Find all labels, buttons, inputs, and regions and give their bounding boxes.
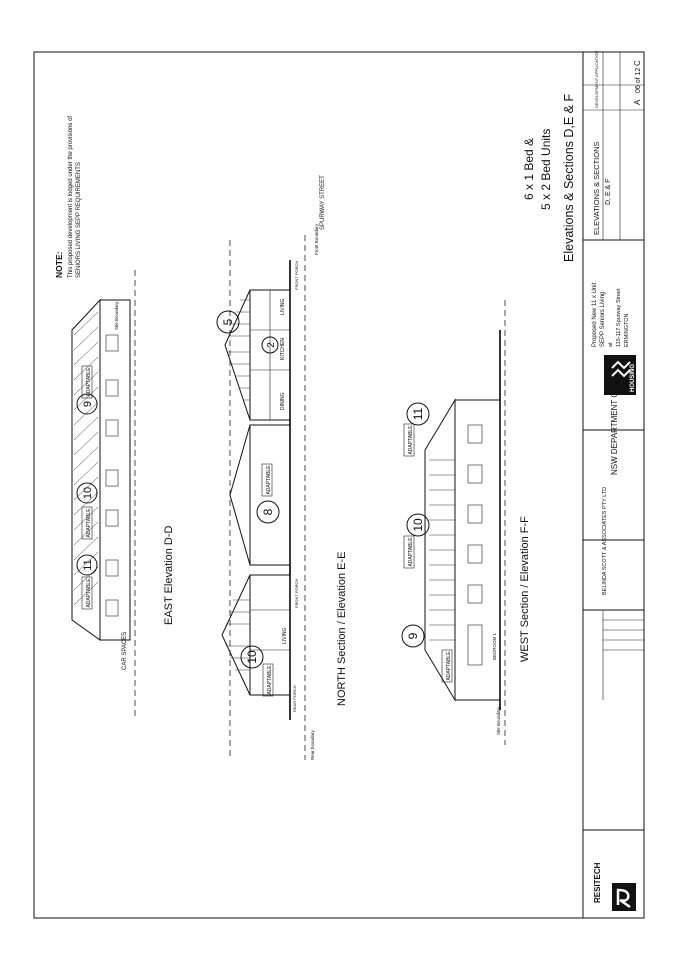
client-logo-text: HOUSING bbox=[630, 364, 636, 392]
north-unit-2: 2 bbox=[266, 342, 277, 348]
sheet-number: 06 of 12 bbox=[635, 68, 642, 93]
east-unit-11: 11 bbox=[82, 559, 94, 570]
status-label: DEVELOPMENT APPLICATION bbox=[594, 51, 599, 108]
north-living-label-right: LIVING bbox=[280, 298, 286, 315]
north-kitchen-label: KITCHEN bbox=[280, 338, 286, 360]
north-section: LIVING KITCHEN DINING LIVING FRONT PORCH… bbox=[216, 175, 348, 760]
note-line-2: SENIORS LIVING SEPP REQUIREMENTS bbox=[76, 162, 82, 278]
firm-name: RESITECH bbox=[593, 862, 602, 903]
project-line-5: ERMINGTON bbox=[624, 313, 630, 347]
client-name: NSW DEPARTMENT OF bbox=[610, 386, 619, 475]
north-street-label: SPURWAY STREET bbox=[320, 175, 326, 230]
summary-block: 6 x 1 Bed & bbox=[522, 138, 536, 200]
north-section-title: NORTH Section / Elevation E-E bbox=[336, 552, 348, 706]
west-tag-10: ADAPTABLE bbox=[408, 537, 414, 567]
west-section: BEDROOM 1 11 10 9 ADAPTABLE ADAPTABLE AD… bbox=[401, 300, 531, 745]
north-unit-5: 5 bbox=[221, 318, 235, 325]
east-unit-10: 10 bbox=[82, 487, 94, 499]
east-elevation-title: EAST Elevation D-D bbox=[163, 525, 175, 625]
west-unit-11: 11 bbox=[411, 407, 425, 420]
sheet-size: A bbox=[633, 99, 642, 105]
project-line-1: Proposed New 11 x Unit bbox=[592, 282, 598, 347]
north-unit-10: 10 bbox=[245, 650, 259, 664]
north-rear-boundary: Rear boundary bbox=[310, 729, 315, 760]
summary-line-1: 6 x 1 Bed & bbox=[522, 138, 536, 200]
north-tag-10: ADAPTABLE bbox=[267, 665, 273, 695]
north-rear-porch-label: REAR PORCH bbox=[292, 685, 297, 712]
west-section-title: WEST Section / Elevation F-F bbox=[519, 516, 531, 662]
east-unit-9: 9 bbox=[82, 401, 94, 407]
sheet-revision: C bbox=[633, 60, 642, 66]
north-front-boundary: Front Boundary bbox=[314, 223, 319, 255]
west-boundary-label: Site Boundary bbox=[496, 706, 501, 735]
summary-line-3: Elevations & Sections D,E & F bbox=[562, 94, 576, 262]
west-tag-9: ADAPTABLE bbox=[446, 651, 452, 681]
north-tag-8: ADAPTABLE bbox=[266, 465, 272, 495]
consultant-name: BELINDA SCOTT & ASSOCIATES PTY LTD bbox=[602, 487, 608, 595]
north-dining-label: DINING bbox=[280, 392, 286, 410]
west-unit-10: 10 bbox=[411, 518, 425, 532]
north-porch-label-right: FRONT PORCH bbox=[294, 261, 299, 290]
north-living-label-left: LIVING bbox=[282, 627, 288, 644]
project-line-2: SEPP Seniors Living bbox=[600, 292, 606, 347]
west-tag-11: ADAPTABLE bbox=[408, 425, 414, 455]
note-block: NOTE: This proposed development is lodge… bbox=[54, 116, 82, 278]
east-tag-11: ADAPTABLE bbox=[86, 578, 92, 608]
project-line-3: at bbox=[608, 342, 614, 347]
east-tag-10: ADAPTABLE bbox=[86, 508, 92, 538]
note-line-1: This proposed development is lodged unde… bbox=[68, 116, 74, 278]
east-elevation: 9 10 11 ADAPTABLE ADAPTABLE ADAPTABLE CA… bbox=[71, 270, 175, 720]
drawing-title-line-1: ELEVATIONS & SECTIONS bbox=[592, 142, 601, 236]
title-block: RESITECH HOUSING NSW DEPARTMENT OF BELIN… bbox=[582, 51, 645, 919]
west-unit-9: 9 bbox=[406, 632, 420, 639]
east-car-spaces-label: CAR SPACES bbox=[122, 632, 128, 670]
west-bedroom-label: BEDROOM 1 bbox=[492, 632, 497, 660]
project-line-4: 115-117 Spurway Street bbox=[616, 288, 622, 347]
note-heading: NOTE: bbox=[54, 251, 64, 278]
east-boundary-label: Site Boundary bbox=[114, 301, 119, 330]
north-porch-label: FRONT PORCH bbox=[294, 579, 299, 608]
drawing-title-line-2: D, E & F bbox=[605, 179, 612, 205]
summary-line-2: 5 x 2 Bed Units bbox=[539, 129, 553, 210]
east-tag-9: ADAPTABLE bbox=[86, 367, 92, 397]
north-unit-8: 8 bbox=[261, 508, 275, 515]
